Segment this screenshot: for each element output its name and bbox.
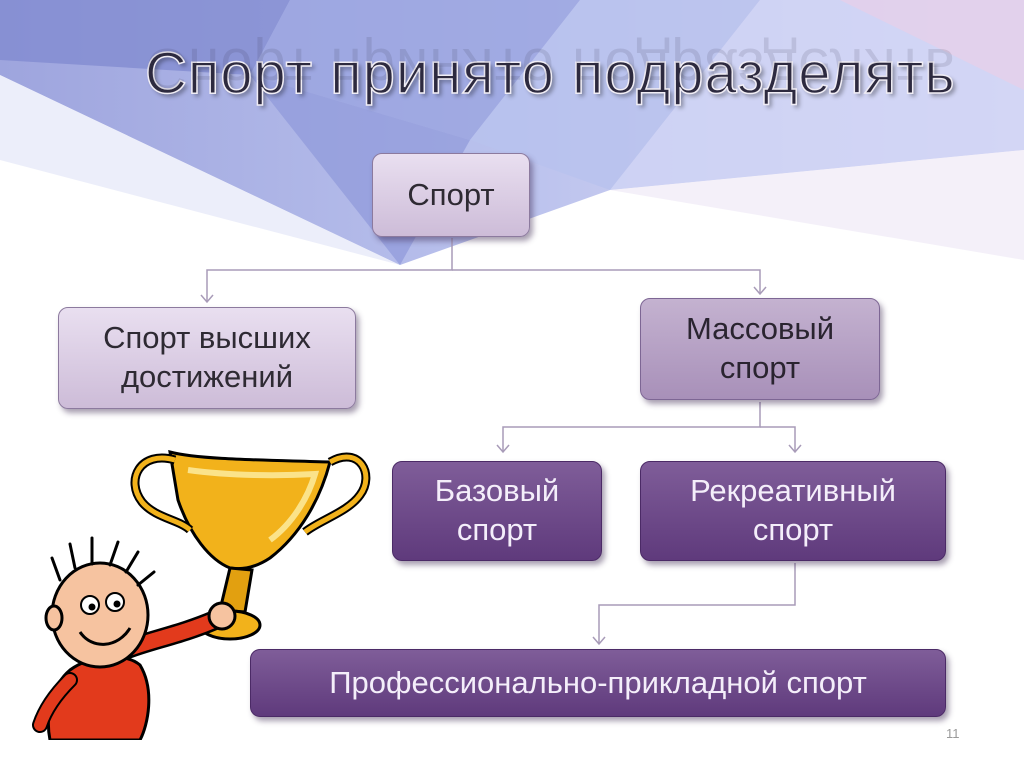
node-sport-root: Спорт [372, 153, 530, 237]
node-professional-sport: Профессионально-прикладной спорт [250, 649, 946, 717]
node-base-line1: Базовый [434, 473, 560, 509]
page-number: 11 [946, 726, 960, 741]
node-base-line2: спорт [456, 512, 538, 547]
arrowhead-mass [753, 286, 767, 296]
connector-root-to-mass [452, 269, 761, 294]
node-recreation-line2: спорт [752, 512, 834, 547]
boy-face-icon [44, 536, 156, 669]
node-recreation-sport-label: Рекреативный спорт [690, 472, 896, 550]
node-mass-line1: Массовый [685, 311, 835, 347]
node-elite-sport-label: Спорт высших достижений [103, 319, 311, 397]
trophy-boy-clipart [32, 449, 371, 740]
node-elite-line2: достижений [120, 359, 294, 394]
arrowhead-professional [592, 636, 606, 646]
arrowhead-elite [200, 294, 214, 304]
node-mass-line2: спорт [719, 350, 801, 385]
node-mass-sport-label: Массовый спорт [686, 310, 834, 388]
connector-mass-to-recreation [760, 426, 796, 452]
node-base-sport-label: Базовый спорт [435, 472, 559, 550]
arrowhead-base [496, 444, 510, 454]
node-elite-sport: Спорт высших достижений [58, 307, 356, 409]
node-recreation-sport: Рекреативный спорт [640, 461, 946, 561]
node-elite-line1: Спорт высших [103, 320, 311, 356]
connector-recreation-to-professional [598, 563, 796, 644]
connector-mass-to-base [502, 402, 761, 452]
connector-root-to-children [206, 238, 453, 302]
node-base-sport: Базовый спорт [392, 461, 602, 561]
arrowhead-recreation [788, 444, 802, 454]
node-recreation-line1: Рекреативный [690, 473, 896, 509]
node-professional-sport-label: Профессионально-прикладной спорт [329, 664, 867, 700]
node-sport-root-label: Спорт [407, 176, 495, 212]
slide-title: Спорт принято подразделять [144, 40, 956, 107]
trophy-icon [130, 449, 371, 641]
node-mass-sport: Массовый спорт [640, 298, 880, 400]
